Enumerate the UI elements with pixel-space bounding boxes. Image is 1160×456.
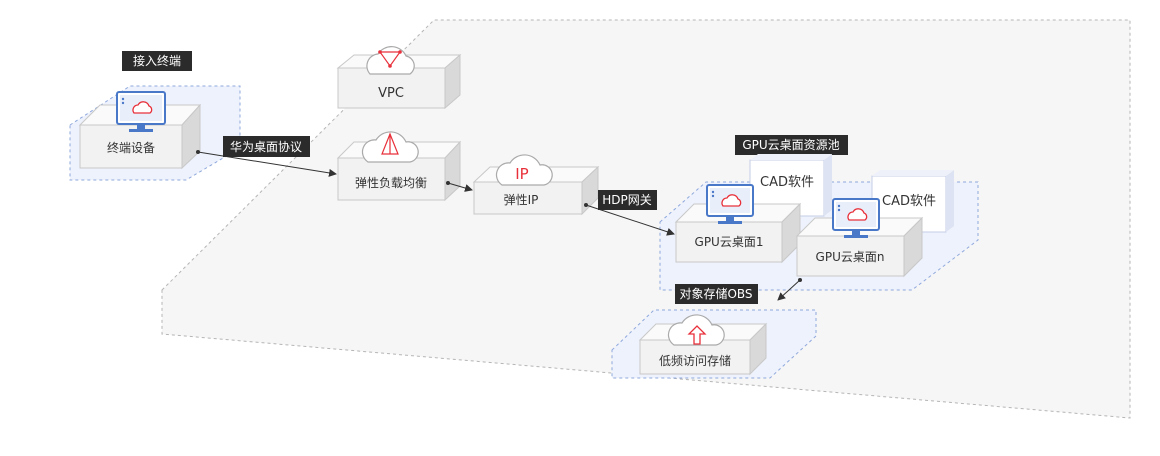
monitor-icon — [116, 91, 166, 132]
obs-label: 对象存储OBS — [679, 286, 752, 301]
cad-software-card-2: CAD软件 — [871, 170, 954, 233]
gpu-pool-label: GPU云桌面资源池 — [742, 138, 839, 152]
edge-eip-to-gpu: HDP网关 — [584, 190, 675, 236]
cad2-label: CAD软件 — [882, 194, 936, 209]
vpc-node: VPC — [336, 53, 462, 110]
hdp-gateway-label: HDP网关 — [602, 193, 652, 207]
gpu1-label: GPU云桌面1 — [695, 235, 764, 249]
gpun-label: GPU云桌面n — [816, 250, 885, 264]
eip-cloud-icon: IP — [495, 154, 553, 186]
vpc-label: VPC — [378, 86, 404, 101]
edge-elb-to-eip — [446, 181, 473, 192]
elb-cloud-icon — [361, 131, 419, 163]
edge-gpu-to-obs — [777, 278, 802, 301]
elb-label: 弹性负载均衡 — [355, 176, 427, 190]
vpc-cloud-icon — [366, 46, 415, 75]
gpun-monitor-icon — [832, 198, 880, 238]
ip-icon-text: IP — [515, 165, 528, 183]
storage-node: 低频访问存储 — [638, 322, 768, 376]
huawei-protocol-label: 华为桌面协议 — [230, 139, 302, 154]
storage-cloud-icon — [667, 314, 725, 346]
eip-label: 弹性IP — [504, 193, 539, 207]
gpu-desktop-n: GPU云桌面n — [795, 216, 924, 278]
gpu1-monitor-icon — [706, 184, 754, 224]
terminal-device: 终端设备 — [78, 103, 202, 170]
storage-label: 低频访问存储 — [659, 353, 731, 368]
cad1-label: CAD软件 — [760, 175, 814, 190]
terminal-device-label: 终端设备 — [107, 140, 155, 155]
access-terminal-label: 接入终端 — [133, 53, 181, 68]
group-label-bg — [122, 51, 192, 71]
edge-terminal-to-elb: 华为桌面协议 — [196, 136, 337, 177]
